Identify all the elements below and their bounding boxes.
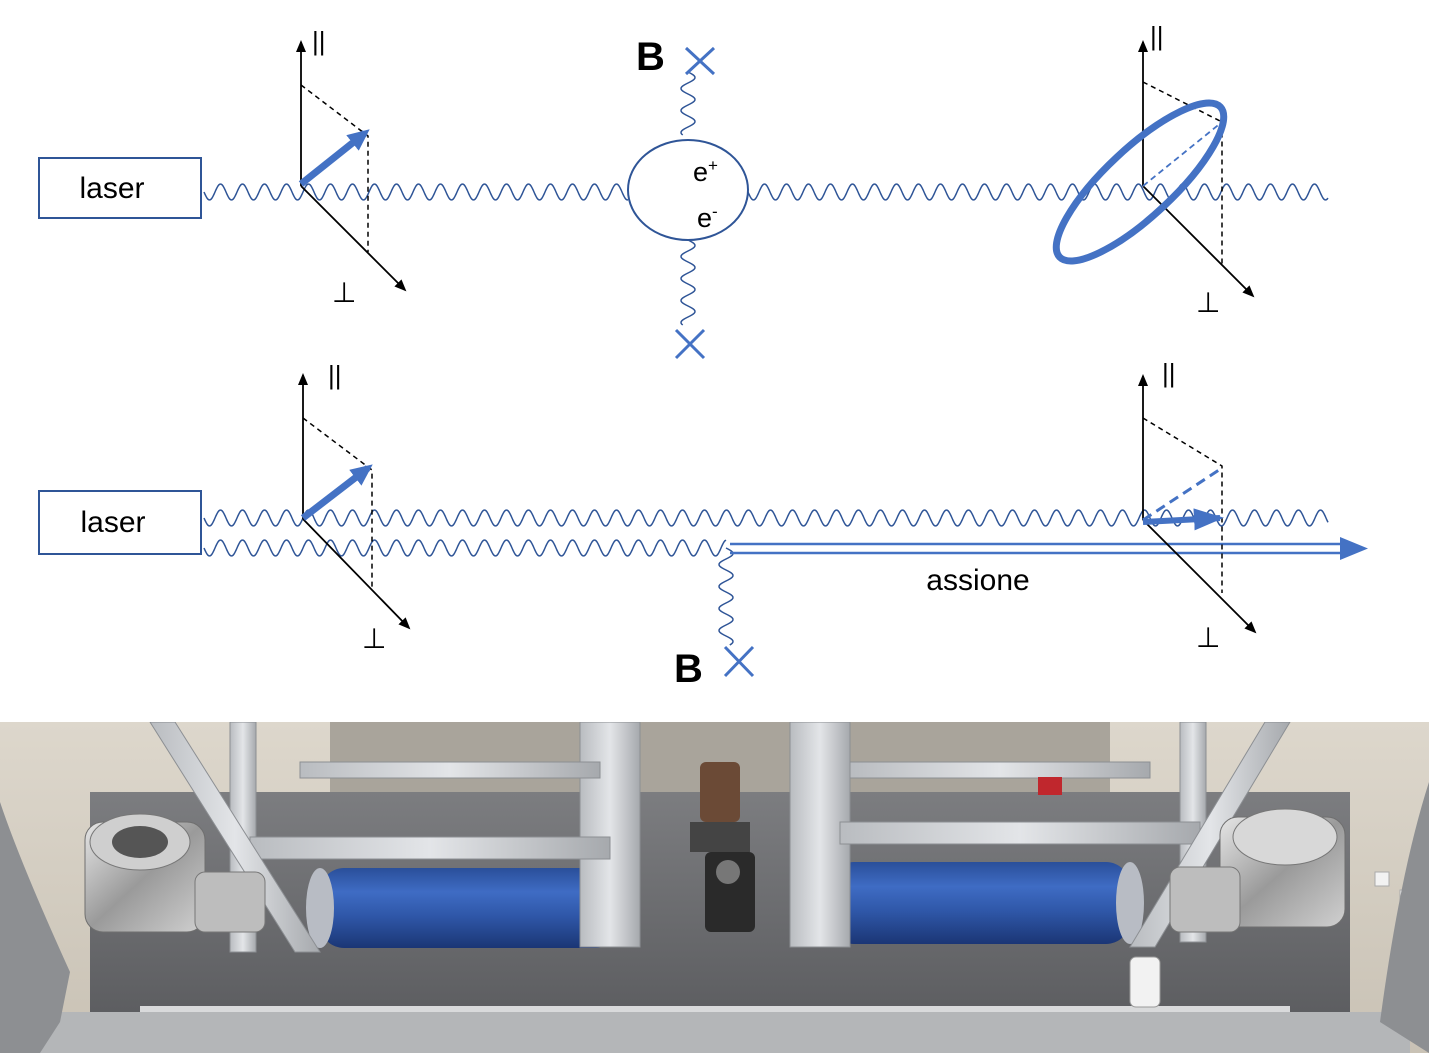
vacuum-chamber-left	[84, 813, 266, 933]
parallel-label-lower-right: ||	[1162, 358, 1176, 388]
magnet-left	[306, 868, 620, 948]
perp-label-lower-right: ⊥	[1196, 622, 1220, 653]
electron-label: e-	[697, 202, 718, 233]
positron-label: e+	[693, 156, 718, 187]
upper-panel: laser e+ e- B || ⊥	[38, 21, 1329, 360]
laser-label-upper: laser	[79, 172, 144, 205]
photon-wave-down	[680, 239, 696, 326]
perp-label-upper-left: ⊥	[332, 277, 356, 308]
parallel-label-upper-left: ||	[312, 26, 326, 56]
central-optics	[690, 762, 755, 932]
perp-label-upper-right: ⊥	[1196, 287, 1220, 318]
rotated-polarization-arrow	[1142, 508, 1224, 531]
wave-upper-right	[747, 183, 1329, 201]
perp-label-lower-left: ⊥	[362, 623, 386, 654]
polarization-diagram: laser e+ e- B || ⊥	[38, 21, 1368, 691]
elliptical-polarization	[1052, 99, 1228, 265]
b-field-label-lower: B	[674, 647, 703, 691]
polarization-arrow-upper-left	[298, 129, 370, 187]
axion-label: assione	[926, 564, 1029, 597]
magnet-right	[830, 862, 1144, 944]
laser-label-lower: laser	[80, 506, 145, 539]
axes-lower-left	[298, 373, 411, 630]
table-edge	[40, 1012, 1410, 1053]
axes-lower-right	[1138, 374, 1257, 634]
laser-box-lower	[38, 490, 202, 555]
axes-upper-right	[1052, 40, 1255, 298]
apparatus-photo	[0, 722, 1429, 1053]
vacuum-chamber-right	[1169, 808, 1346, 933]
field-cross-lower	[723, 645, 755, 678]
axes-upper-left	[296, 40, 407, 292]
parallel-label-lower-left: ||	[328, 360, 342, 390]
lower-panel: laser assione B || ⊥	[38, 358, 1368, 691]
wave-lower-top	[203, 509, 1329, 527]
field-cross-bottom	[674, 328, 706, 360]
laser-box-upper	[38, 157, 202, 219]
b-field-label-upper: B	[636, 35, 665, 79]
wave-upper-left	[203, 183, 628, 201]
pair-bubble	[627, 139, 749, 241]
photon-wave-lower	[718, 547, 734, 646]
parallel-label-upper-right: ||	[1150, 21, 1164, 51]
wave-lower-bottom	[203, 539, 727, 557]
polarization-arrow-lower-left	[300, 464, 373, 521]
photon-wave-up	[680, 71, 696, 136]
axion-line	[730, 537, 1368, 560]
field-cross-top	[684, 46, 716, 76]
